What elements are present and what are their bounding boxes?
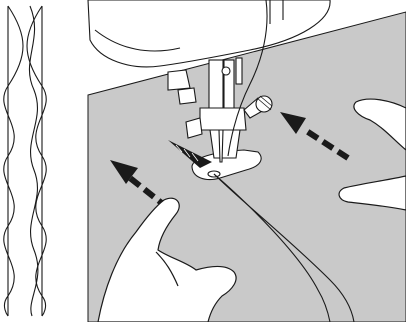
stitch-sample-icon: [4, 6, 46, 316]
needle-icon: [219, 130, 223, 162]
